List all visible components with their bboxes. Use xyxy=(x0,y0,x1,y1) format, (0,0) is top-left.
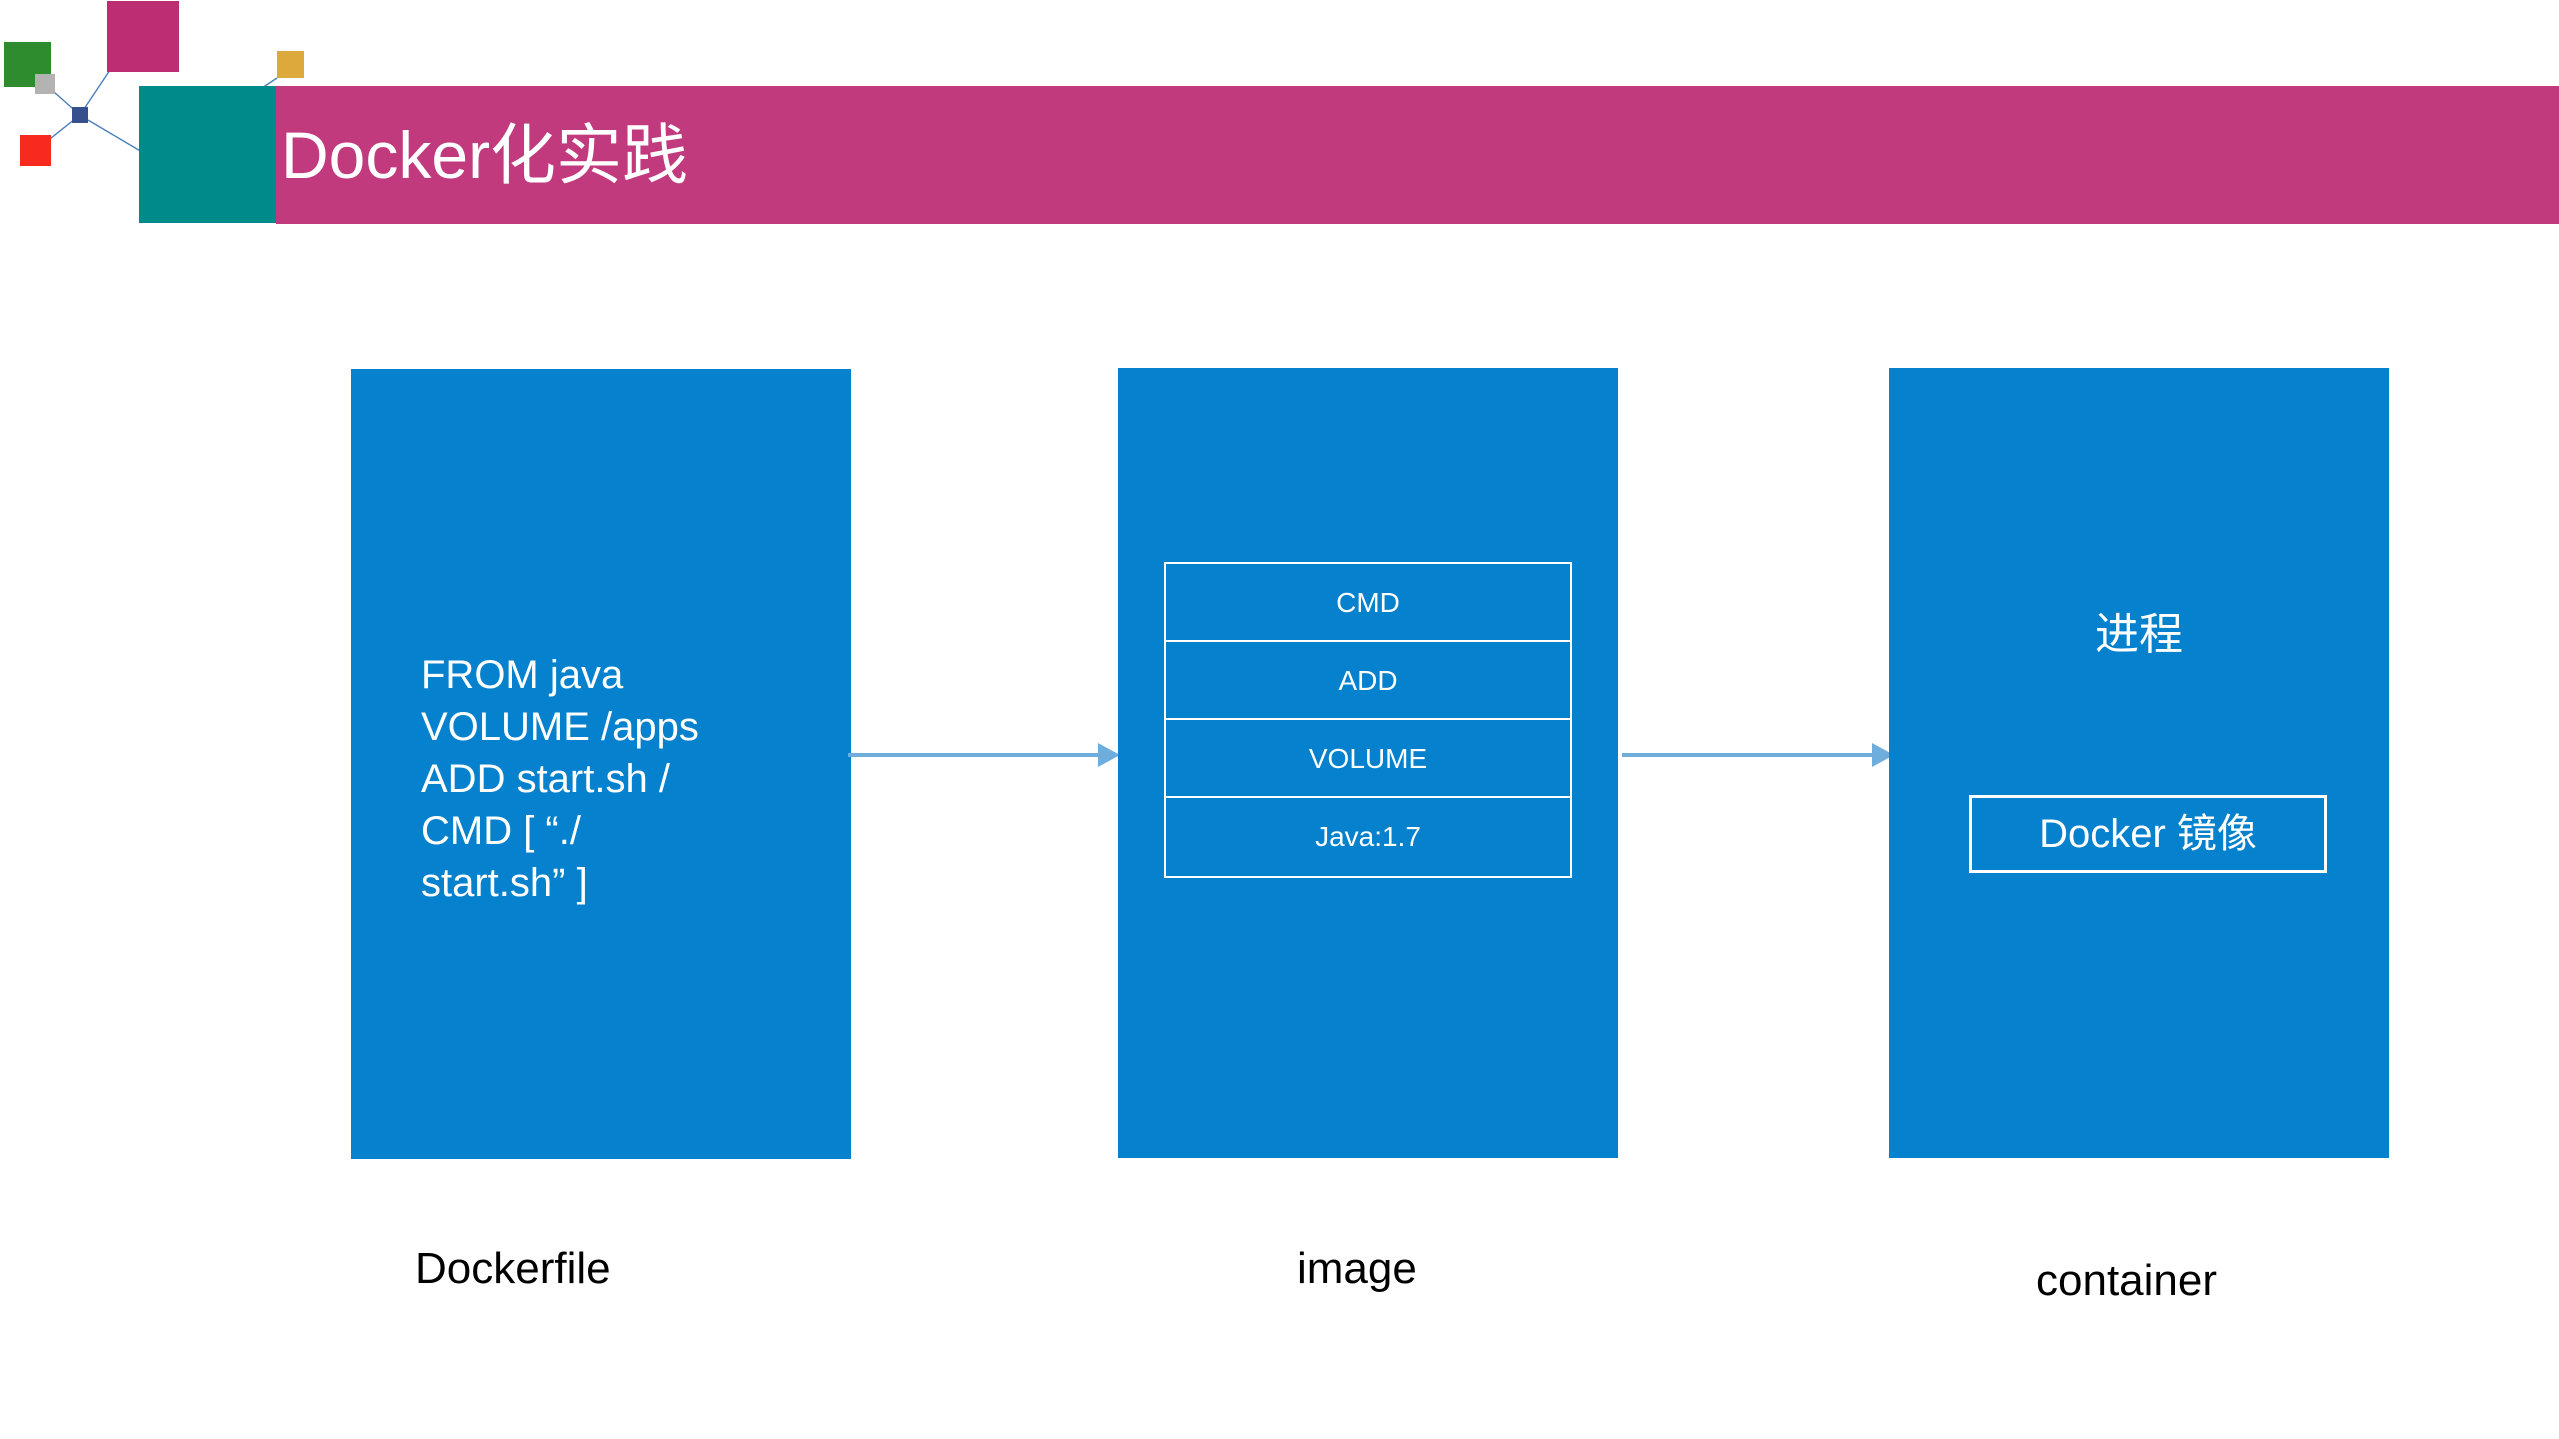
caption-image: image xyxy=(1297,1244,1417,1293)
docker-image-inner-box: Docker 镜像 xyxy=(1969,795,2327,873)
logo-red-square xyxy=(20,135,51,166)
arrow-image-to-container xyxy=(1622,743,1894,767)
dockerfile-box: FROM java VOLUME /apps ADD start.sh / CM… xyxy=(351,369,851,1159)
image-layer: Java:1.7 xyxy=(1315,821,1421,852)
image-layer: ADD xyxy=(1166,642,1570,720)
process-label: 进程 xyxy=(2095,610,2183,659)
caption-container: container xyxy=(2036,1256,2218,1305)
container-box: 进程 Docker 镜像 xyxy=(1889,368,2389,1158)
title-band xyxy=(276,86,2559,224)
arrow-dockerfile-to-image xyxy=(848,743,1120,767)
image-layer-stack: CMD ADD VOLUME Java:1.7 xyxy=(1164,562,1572,878)
image-box: CMD ADD VOLUME Java:1.7 xyxy=(1118,368,1618,1158)
image-layer: VOLUME xyxy=(1166,720,1570,798)
logo-yellow-square xyxy=(277,51,304,78)
logo-navy-node xyxy=(72,107,88,123)
image-layer: CMD xyxy=(1166,564,1570,642)
logo-gray-square xyxy=(35,74,55,94)
page-title: Docker化实践 xyxy=(281,118,689,192)
logo-teal-square xyxy=(139,86,276,223)
logo-magenta-square xyxy=(107,1,179,72)
dockerfile-code-text: FROM java VOLUME /apps ADD start.sh / CM… xyxy=(421,653,699,905)
brand-logo-cluster xyxy=(0,0,304,230)
caption-dockerfile: Dockerfile xyxy=(415,1244,611,1293)
